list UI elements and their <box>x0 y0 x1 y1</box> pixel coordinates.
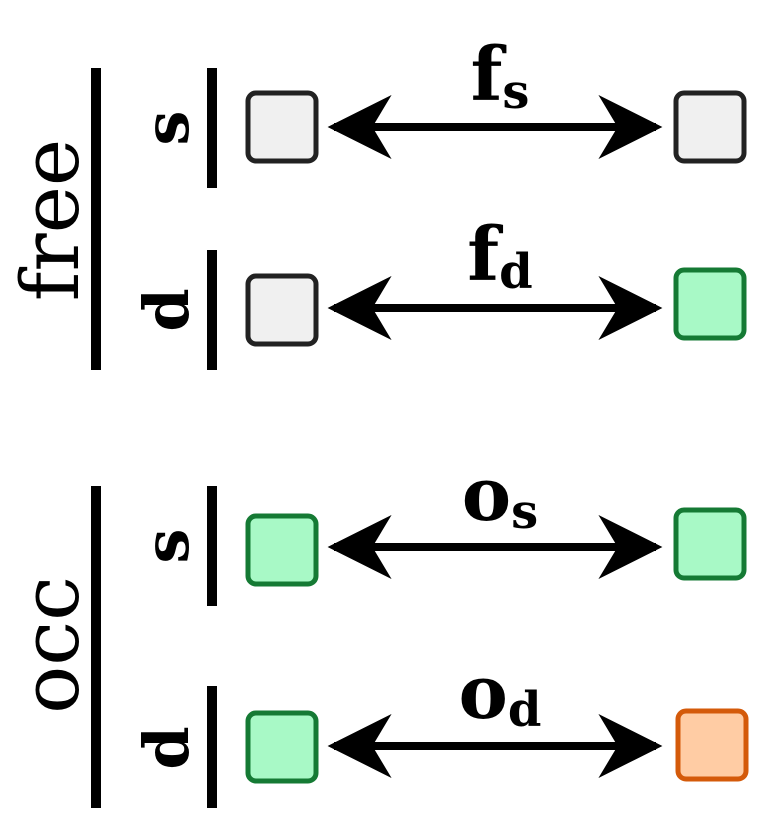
left-state-box <box>245 273 319 347</box>
row-occ-d: d od <box>130 650 749 808</box>
right-state-box <box>673 267 747 341</box>
row-free-d: d fd <box>130 212 747 370</box>
arrow-label: od <box>459 650 542 738</box>
arrow-label-subscript: d <box>499 244 533 300</box>
row-label: s <box>130 111 203 146</box>
group-occ: occ s os d od <box>4 452 749 808</box>
right-state-box <box>673 507 747 581</box>
arrow-label-subscript: s <box>502 64 529 120</box>
arrow-label-main: f <box>471 32 507 118</box>
group-label: free <box>4 139 97 302</box>
left-state-box <box>245 90 319 164</box>
row-label: s <box>130 529 203 564</box>
arrow-label-main: o <box>459 650 508 736</box>
row-label: d <box>130 726 203 769</box>
right-state-box <box>675 708 749 782</box>
row-label: d <box>130 288 203 331</box>
arrow-label-subscript: d <box>508 682 542 738</box>
arrow-label: fs <box>471 32 530 120</box>
group-free: free s fs d fd <box>4 32 747 370</box>
arrow-label-main: f <box>467 212 503 298</box>
right-state-box <box>673 90 747 164</box>
left-state-box <box>245 513 319 587</box>
left-state-box <box>245 710 319 784</box>
group-label: occ <box>4 576 97 714</box>
row-free-s: s fs <box>130 32 747 188</box>
row-occ-s: s os <box>130 452 747 606</box>
arrow-label: os <box>462 452 538 540</box>
arrow-label-subscript: s <box>511 484 538 540</box>
arrow-label-main: o <box>462 452 511 538</box>
arrow-label: fd <box>467 212 532 300</box>
